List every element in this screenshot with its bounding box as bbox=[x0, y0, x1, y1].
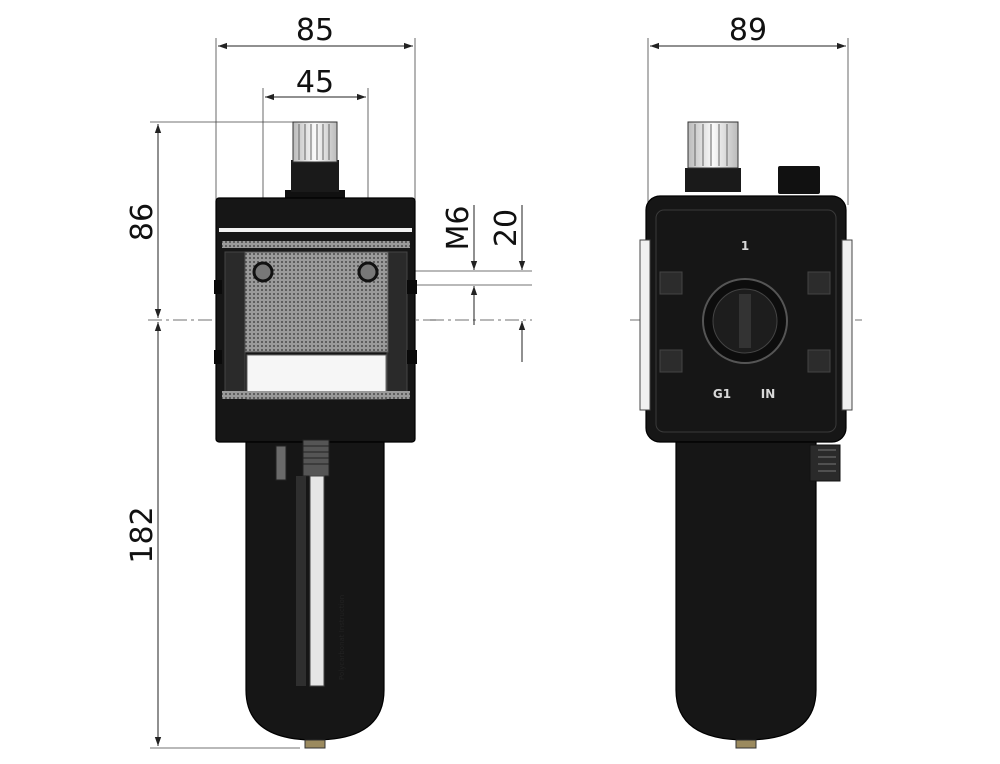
dim-m6: M6 bbox=[441, 206, 476, 251]
side-bowl bbox=[675, 441, 841, 749]
flow-mark: 1 bbox=[741, 239, 749, 253]
port-direction: IN bbox=[761, 387, 776, 401]
dim-182: 182 bbox=[125, 506, 160, 563]
dim-45: 45 bbox=[296, 65, 334, 100]
side-body: 1 G1 IN bbox=[639, 195, 853, 443]
side-knob bbox=[685, 121, 820, 194]
port-size: G1 bbox=[713, 387, 731, 401]
dim-86: 86 bbox=[125, 203, 160, 241]
dim-20: 20 bbox=[489, 209, 524, 247]
front-bowl: Polycarbonat Instruction bbox=[245, 439, 385, 749]
dim-85: 85 bbox=[296, 13, 334, 48]
front-knob bbox=[285, 121, 345, 202]
front-body bbox=[214, 197, 417, 443]
dim-89: 89 bbox=[729, 13, 767, 48]
front-view: 85 45 86 182 M6 20 bbox=[125, 13, 532, 749]
side-view: 89 1 G1 IN bbox=[630, 13, 862, 749]
bowl-text: Polycarbonat Instruction bbox=[338, 595, 346, 680]
